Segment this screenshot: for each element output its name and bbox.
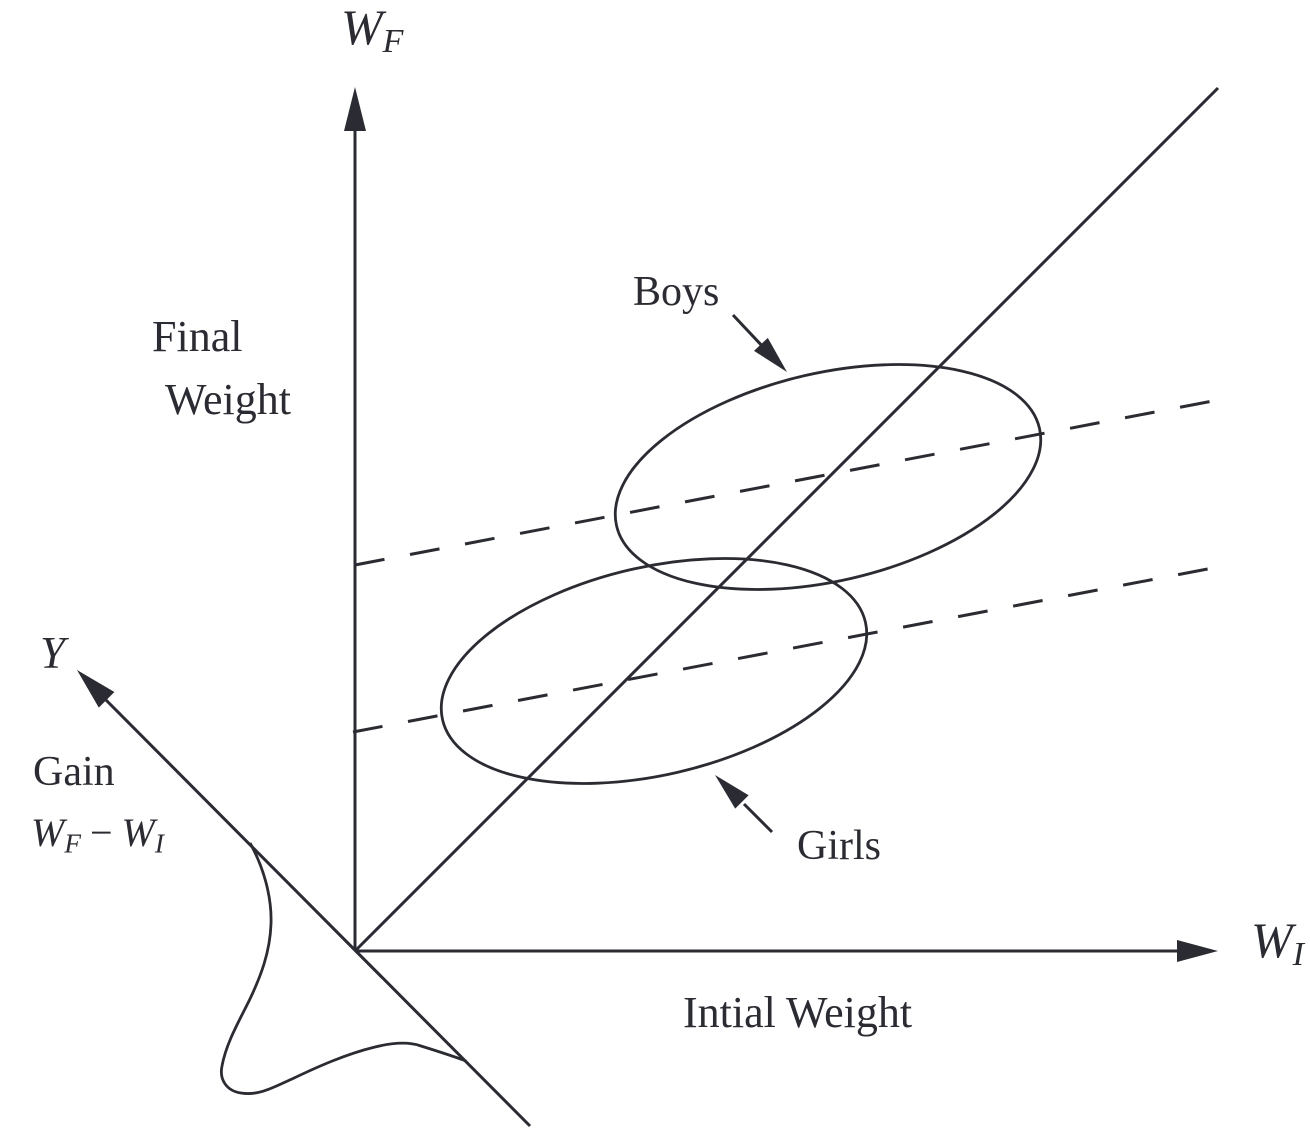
boys-regression-dashed-line xyxy=(354,398,1219,567)
final-weight-axis-symbol: WF xyxy=(341,0,403,59)
girls-ellipse xyxy=(439,557,869,785)
boys-pointer-line xyxy=(731,313,767,351)
gain-formula: WF−WI xyxy=(31,809,164,859)
gain-formula-term2-subscript: I xyxy=(154,828,164,859)
wi-symbol-subscript: I xyxy=(1292,936,1304,974)
final-weight-axis-arrowhead xyxy=(344,87,366,131)
wf-symbol-base: W xyxy=(341,0,383,55)
initial-weight-axis-arrowhead xyxy=(1177,940,1218,962)
gain-formula-term2: W xyxy=(121,810,155,855)
identity-line xyxy=(353,86,1220,953)
initial-weight-caption: Intial Weight xyxy=(683,988,913,1037)
final-weight-caption-line1: Final xyxy=(152,312,243,361)
gain-axis-arrowhead xyxy=(77,670,115,708)
girls-pointer-line xyxy=(742,802,774,834)
gain-caption: Gain xyxy=(33,749,115,795)
gain-distribution-curve xyxy=(219,842,467,1095)
initial-weight-axis-symbol: WI xyxy=(1251,911,1304,972)
boys-ellipse xyxy=(613,363,1043,591)
wf-symbol-subscript: F xyxy=(382,23,404,61)
girls-pointer-arrowhead xyxy=(715,775,749,809)
boys-pointer-arrowhead xyxy=(754,337,787,372)
girls-group-label: Girls xyxy=(797,823,881,869)
gain-axis-line xyxy=(98,692,532,1128)
wi-symbol-base: W xyxy=(1251,912,1293,968)
final-weight-caption-line2: Weight xyxy=(165,375,291,424)
gain-formula-term1-subscript: F xyxy=(64,828,81,859)
gain-axis-symbol: Y xyxy=(40,628,66,678)
girls-regression-dashed-line xyxy=(352,566,1214,734)
minus-operator: − xyxy=(89,810,113,855)
gain-formula-term1: W xyxy=(31,810,65,855)
boys-group-label: Boys xyxy=(633,269,720,315)
